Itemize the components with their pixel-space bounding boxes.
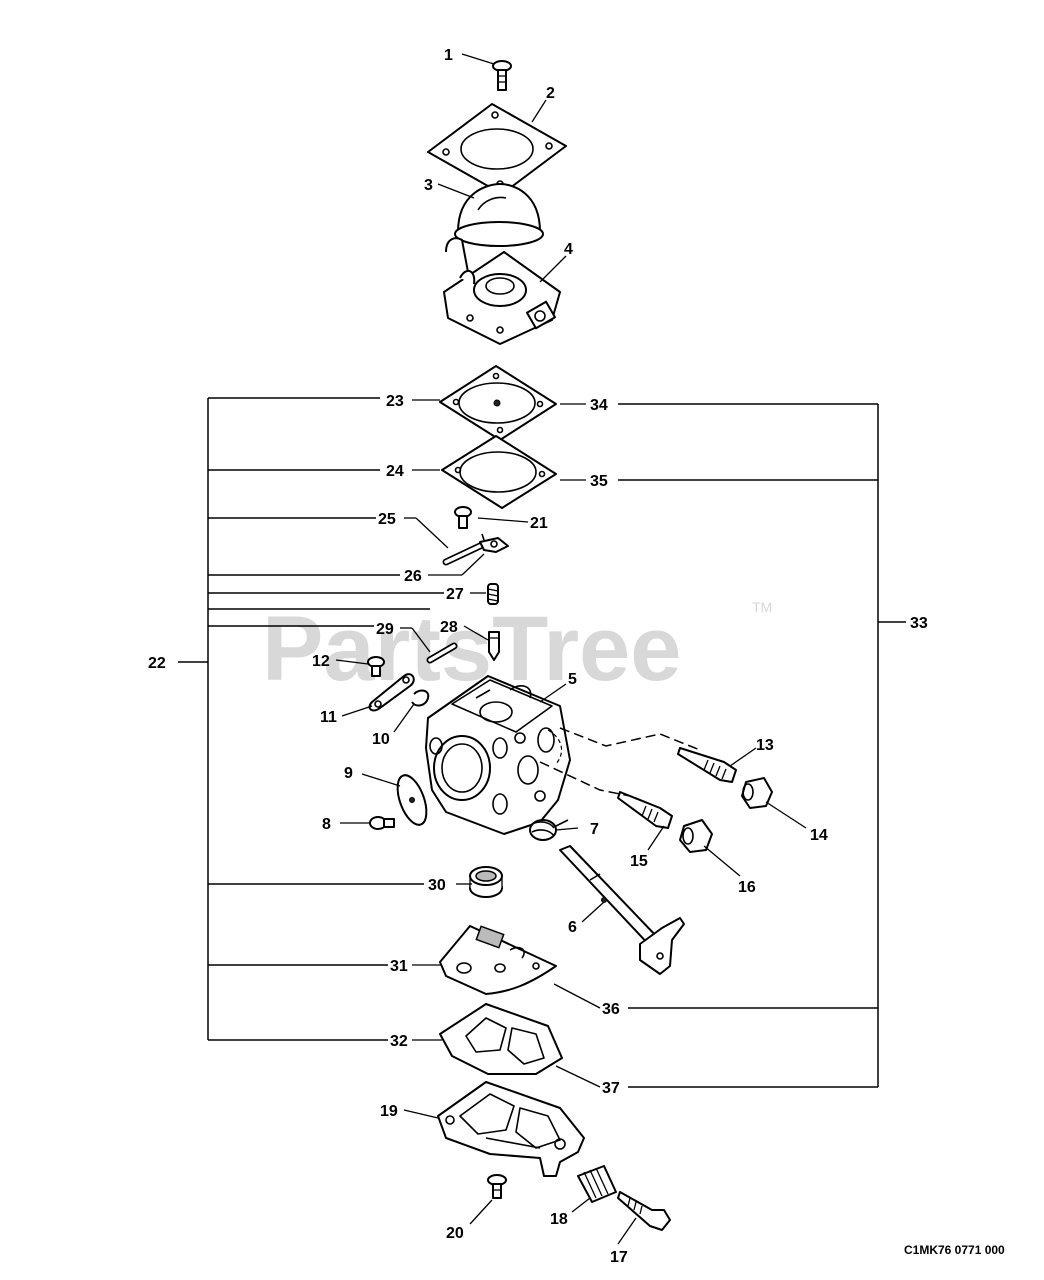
part-21-screw[interactable] xyxy=(454,506,472,529)
callout-5[interactable]: 5 xyxy=(568,671,577,688)
callout-14[interactable]: 14 xyxy=(810,827,828,844)
leader-lines xyxy=(335,53,807,1245)
callout-8[interactable]: 8 xyxy=(322,816,331,833)
callout-2[interactable]: 2 xyxy=(546,85,555,102)
callout-18[interactable]: 18 xyxy=(550,1211,568,1228)
part-3-primer-bulb[interactable] xyxy=(454,183,544,247)
callout-37[interactable]: 37 xyxy=(602,1080,620,1097)
part-28-needle-valve[interactable] xyxy=(488,631,500,661)
part-8-screw[interactable] xyxy=(369,816,395,830)
part-29-pin[interactable] xyxy=(426,642,458,664)
callout-9[interactable]: 9 xyxy=(344,765,353,782)
callout-28[interactable]: 28 xyxy=(440,619,458,636)
callout-4[interactable]: 4 xyxy=(564,241,573,258)
callout-17[interactable]: 17 xyxy=(610,1249,628,1266)
part-6-throttle-shaft[interactable] xyxy=(559,845,685,975)
watermark-tm: TM xyxy=(752,599,772,615)
part-32-37-gasket[interactable] xyxy=(439,1003,563,1075)
callout-35[interactable]: 35 xyxy=(590,473,608,490)
callout-26[interactable]: 26 xyxy=(404,568,422,585)
callout-27[interactable]: 27 xyxy=(446,586,464,603)
part-15-adjust-needle[interactable] xyxy=(617,791,673,829)
part-31-36-pump-gasket[interactable] xyxy=(439,925,557,995)
part-19-pump-body[interactable] xyxy=(437,1081,585,1177)
part-4-pump-cover[interactable] xyxy=(443,237,561,345)
callout-3[interactable]: 3 xyxy=(424,177,433,194)
callout-33[interactable]: 33 xyxy=(910,615,928,632)
part-11-lever[interactable] xyxy=(368,673,415,712)
callout-34[interactable]: 34 xyxy=(590,397,608,414)
callout-32[interactable]: 32 xyxy=(390,1033,408,1050)
diagram-code: C1MK76 0771 000 xyxy=(904,1243,1005,1257)
callout-15[interactable]: 15 xyxy=(630,853,648,870)
callout-23[interactable]: 23 xyxy=(386,393,404,410)
callout-24[interactable]: 24 xyxy=(386,463,404,480)
callout-10[interactable]: 10 xyxy=(372,731,390,748)
part-16-limiter-cap[interactable] xyxy=(679,819,713,853)
part-1-screw[interactable] xyxy=(492,60,512,91)
callout-12[interactable]: 12 xyxy=(312,653,330,670)
assembly-dashed-lines xyxy=(539,727,701,797)
bracket-22 xyxy=(178,397,444,1041)
part-26-metering-lever[interactable] xyxy=(479,533,509,553)
part-13-adjust-needle[interactable] xyxy=(677,747,737,783)
callout-11[interactable]: 11 xyxy=(320,709,337,726)
callout-21[interactable]: 21 xyxy=(530,515,548,532)
part-12-screw[interactable] xyxy=(367,656,385,677)
part-24-35-gasket[interactable] xyxy=(441,435,557,509)
part-27-spring[interactable] xyxy=(487,583,499,605)
callout-30[interactable]: 30 xyxy=(428,877,446,894)
callout-22[interactable]: 22 xyxy=(148,655,166,672)
part-9-plate[interactable] xyxy=(392,771,432,828)
callout-6[interactable]: 6 xyxy=(568,919,577,936)
callout-labels: 1 2 3 4 5 6 7 8 9 10 11 12 13 14 15 16 1… xyxy=(148,47,928,1266)
callout-36[interactable]: 36 xyxy=(602,1001,620,1018)
callout-25[interactable]: 25 xyxy=(378,511,396,528)
part-23-34-diaphragm[interactable] xyxy=(439,365,557,441)
part-17-adjust-screw[interactable] xyxy=(617,1191,671,1231)
callout-29[interactable]: 29 xyxy=(376,621,394,638)
part-10-clip[interactable] xyxy=(411,689,430,707)
callout-31[interactable]: 31 xyxy=(390,958,408,975)
callout-20[interactable]: 20 xyxy=(446,1225,464,1242)
callout-1[interactable]: 1 xyxy=(444,47,453,64)
callout-16[interactable]: 16 xyxy=(738,879,756,896)
part-30-filter-cap[interactable] xyxy=(469,866,503,898)
part-18-spring[interactable] xyxy=(577,1165,617,1203)
part-2-gasket[interactable] xyxy=(427,103,567,195)
callout-7[interactable]: 7 xyxy=(590,821,599,838)
part-25-pin[interactable] xyxy=(442,542,484,566)
bracket-33 xyxy=(618,403,906,1088)
callout-13[interactable]: 13 xyxy=(756,737,774,754)
callout-19[interactable]: 19 xyxy=(380,1103,398,1120)
watermark-text: PartsTree xyxy=(262,598,681,700)
part-20-screw[interactable] xyxy=(487,1174,507,1199)
part-14-limiter-cap[interactable] xyxy=(741,777,773,809)
